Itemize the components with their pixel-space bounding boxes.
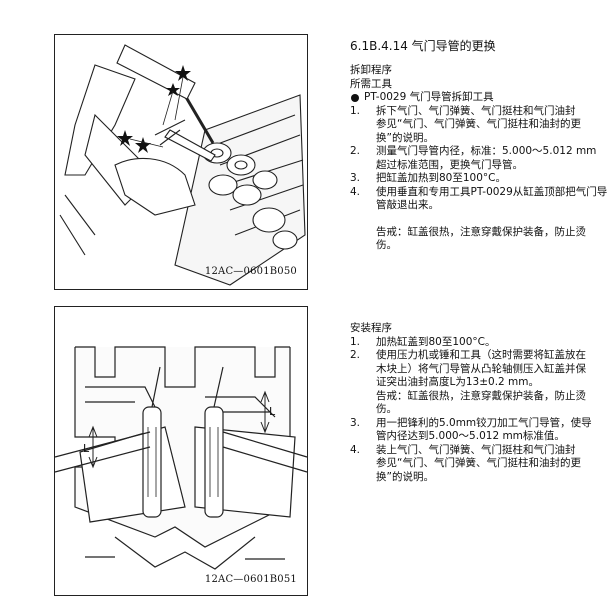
removal-procedure: 拆卸程序 所需工具 PT-0029 气门导管拆卸工具 1. 拆下气门、气门弹簧、… <box>350 64 607 253</box>
removal-warning: 告戒：缸盖很热，注意穿戴保护装备，防止烫 <box>376 225 586 238</box>
tool-item: PT-0029 气门导管拆卸工具 <box>350 91 603 105</box>
section-title: 6.1B.4.14 气门导管的更换 <box>350 39 496 53</box>
removal-heading: 拆卸程序 <box>350 64 392 76</box>
svg-text:L: L <box>83 442 90 455</box>
install-step: 1. 加热缸盖到80至100°C。 <box>350 335 496 348</box>
removal-illustration <box>59 44 306 286</box>
install-step: 2. 使用压力机或锤和工具（这时需要将缸盖放在 木块上）将气门导管从凸轮轴侧压入… <box>350 349 586 415</box>
installation-illustration: L L <box>54 346 308 570</box>
svg-text:L: L <box>269 405 276 418</box>
figure-code: 12AC—0601B050 <box>204 266 297 277</box>
removal-step: 1. 拆下气门、气门弹簧、气门挺柱和气门油封 参见“气门、气门弹簧、气门挺柱和油… <box>350 104 581 144</box>
bullet-icon <box>351 94 359 102</box>
procedure-text-column: 6.1B.4.14 气门导管的更换 拆卸程序 所需工具 PT-0029 气门导管… <box>338 0 607 608</box>
install-heading: 安装程序 <box>350 322 392 334</box>
removal-step: 4. 使用垂直和专用工具PT-0029从缸盖顶部把气门导 管敲退出来。 <box>350 185 607 212</box>
removal-step: 2. 测量气门导管内径，标准：5.000～5.012 mm 超过标准范围，更换气… <box>350 145 597 171</box>
install-step: 4. 装上气门、气门弹簧、气门挺柱和气门油封 参见“气门、气门弹簧、气门挺柱和油… <box>350 443 581 483</box>
removal-step: 3. 把缸盖加热到80至100°C。 <box>350 172 506 184</box>
figure-valve-guide-removal: 12AC—0601B050 <box>54 34 308 290</box>
install-procedure: 安装程序 1. 加热缸盖到80至100°C。 2. 使用压力机或锤和工具（这时需… <box>350 322 603 484</box>
tools-heading: 所需工具 <box>350 77 392 90</box>
figure-code: 12AC—0601B051 <box>204 574 297 585</box>
removal-warning-cont: 伤。 <box>376 239 397 251</box>
install-step: 3. 用一把锋利的5.0mm铰刀加工气门导管，使导 管内径达到5.000～5.0… <box>350 416 592 443</box>
figure-valve-guide-installation: L L 12AC—0601B051 <box>54 306 308 596</box>
